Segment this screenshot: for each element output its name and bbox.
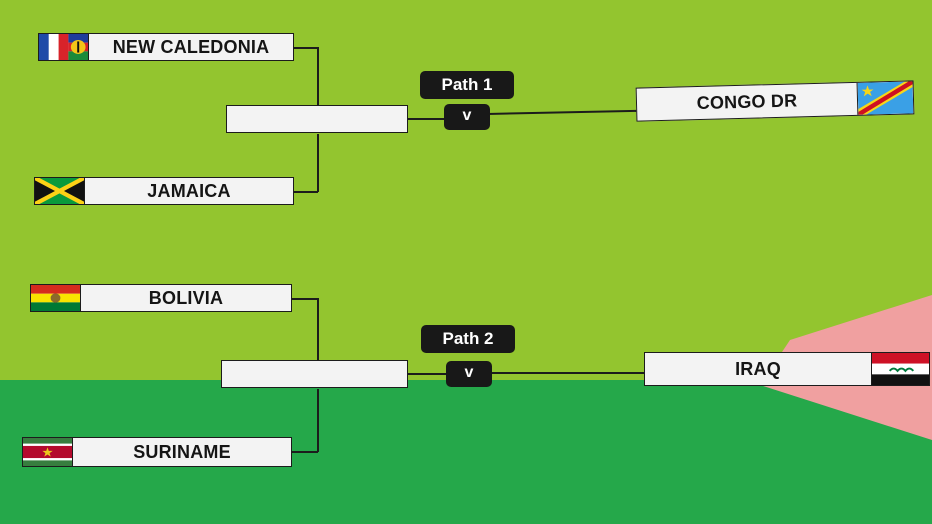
- path2-semifinal-winner-slot: [221, 360, 408, 388]
- congo-dr-flag: [856, 81, 914, 115]
- team-name: IRAQ: [735, 358, 781, 379]
- team-name: SURINAME: [133, 441, 231, 462]
- connector-line: [406, 118, 446, 120]
- connector-line: [317, 298, 319, 360]
- team-name: NEW CALEDONIA: [112, 36, 270, 57]
- connector-line: [317, 134, 319, 192]
- team-name: BOLIVIA: [148, 287, 224, 308]
- path1-semifinal-winner-slot: [226, 105, 408, 133]
- team-new-caledonia: NEW CALEDONIA: [38, 33, 294, 61]
- path1-label: Path 1: [420, 71, 514, 99]
- path1-vs-badge: v: [444, 104, 490, 130]
- connector-line: [406, 373, 446, 375]
- team-name: CONGO DR: [696, 89, 798, 113]
- connector-line: [317, 389, 319, 452]
- path2-vs-badge: v: [446, 361, 492, 387]
- connector-line: [290, 298, 318, 300]
- team-iraq: IRAQ: [644, 352, 930, 386]
- connector-line: [292, 191, 318, 193]
- iraq-flag: [871, 353, 929, 385]
- connector-line: [290, 451, 318, 453]
- team-jamaica: JAMAICA: [34, 177, 294, 205]
- connector-line: [292, 47, 318, 49]
- suriname-flag: [23, 438, 73, 466]
- connector-line: [317, 47, 319, 105]
- team-congo-dr: CONGO DR: [635, 80, 915, 122]
- connector-line: [489, 372, 645, 374]
- jamaica-flag: [35, 178, 85, 204]
- team-bolivia: BOLIVIA: [30, 284, 292, 312]
- path2-label: Path 2: [421, 325, 515, 353]
- new-caledonia-flag: [39, 34, 89, 60]
- bolivia-flag: [31, 285, 81, 311]
- team-suriname: SURINAME: [22, 437, 292, 467]
- team-name: JAMAICA: [147, 180, 231, 201]
